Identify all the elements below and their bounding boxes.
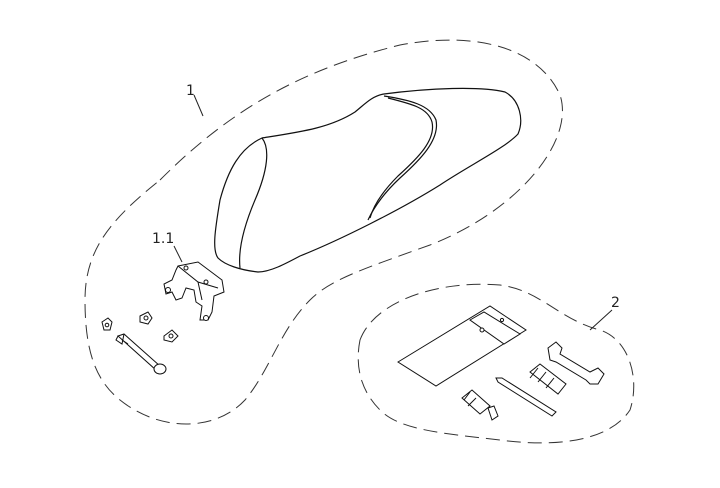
spanner-wrench [547, 341, 605, 385]
seat [214, 87, 522, 273]
tool-pouch [397, 305, 527, 387]
toolkit-callout-line [589, 309, 613, 331]
toolkit-group-boundary [357, 283, 635, 444]
seat-callout-line [193, 94, 204, 117]
bracket-callout-line [173, 245, 183, 263]
nut-hardware [101, 311, 179, 343]
seat-bracket [163, 261, 225, 321]
seat-group-boundary [84, 39, 563, 425]
socket-tool [529, 363, 567, 395]
toolkit-callout-label: 2 [611, 295, 620, 311]
seat-callout-label: 1 [186, 83, 195, 99]
screwdriver [461, 389, 499, 421]
bolt [115, 333, 167, 375]
tool-rod [495, 377, 557, 417]
bracket-callout-label: 1.1 [152, 231, 174, 247]
